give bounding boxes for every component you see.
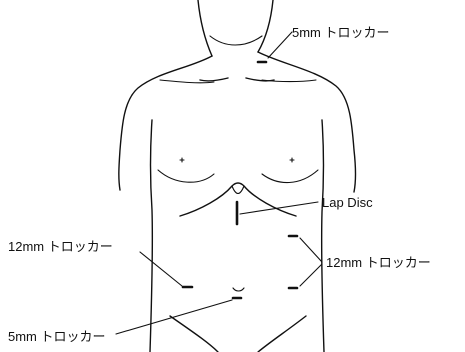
right-upper-leader-line xyxy=(300,238,322,262)
sternal-notch-right xyxy=(246,78,274,81)
right-nipple xyxy=(290,158,294,162)
right-iliac-line xyxy=(258,316,306,352)
sternal-notch-left xyxy=(200,78,228,81)
right-torso-side xyxy=(322,120,324,352)
right-chest-curve xyxy=(262,170,318,183)
throat-curve xyxy=(210,36,262,45)
left-torso-side xyxy=(150,120,152,352)
right-lower-leader-line xyxy=(300,264,322,286)
right-trocar-label: 12mm トロッカー xyxy=(326,256,431,269)
neck-leader-line xyxy=(268,32,292,58)
navel xyxy=(233,288,244,291)
lap-disc-label: Lap Disc xyxy=(322,196,373,209)
bottom-leader-line xyxy=(116,300,232,334)
xiphoid xyxy=(232,186,244,194)
left-trocar-label: 12mm トロッカー xyxy=(8,240,113,253)
neck-right-outline xyxy=(258,0,273,52)
left-iliac-line xyxy=(170,316,218,352)
neck-trocar-label: 5mm トロッカー xyxy=(292,26,390,39)
left-shoulder-outline xyxy=(119,56,212,190)
bottom-trocar-label: 5mm トロッカー xyxy=(8,330,106,343)
neck-left-outline xyxy=(198,0,212,56)
right-shoulder-outline xyxy=(258,52,356,192)
left-chest-curve xyxy=(158,170,214,182)
left-leader-line xyxy=(140,252,182,286)
left-nipple xyxy=(180,158,184,162)
lap-disc-leader-line xyxy=(240,202,318,214)
